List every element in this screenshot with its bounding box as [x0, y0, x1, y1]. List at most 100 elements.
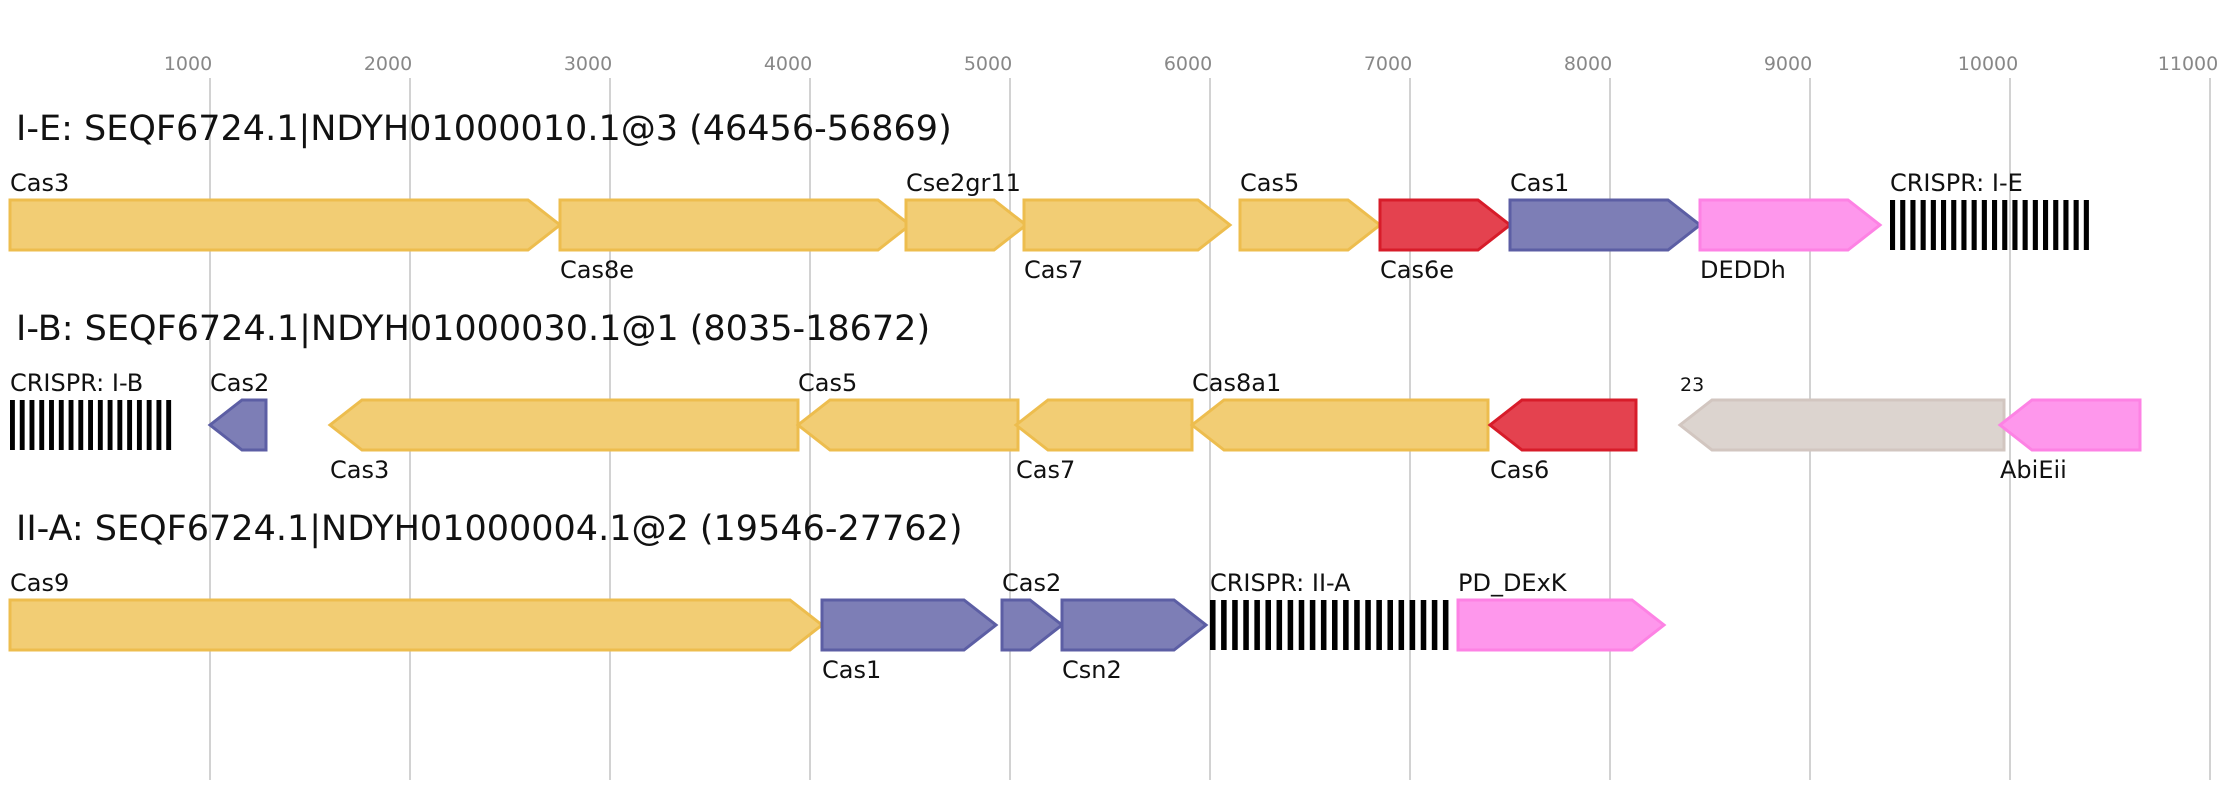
gene-label: CRISPR: I-B	[10, 369, 143, 397]
gene-arrow: AbiEii	[1997, 398, 2142, 484]
crispr-repeat	[1276, 600, 1283, 650]
crispr-repeat	[78, 400, 84, 450]
gene-shape	[795, 398, 1020, 452]
gene-arrow: Cas7	[1013, 398, 1194, 484]
crispr-repeat	[1210, 600, 1216, 650]
crispr-repeat	[29, 400, 35, 450]
gene-label: Cas7	[1016, 456, 1075, 484]
crispr-array: CRISPR: II-A	[1210, 569, 1449, 650]
gene-arrow: Cas5	[1238, 169, 1383, 252]
crispr-repeat	[1287, 600, 1294, 650]
tick-label: 8000	[1564, 53, 1612, 75]
crispr-repeat	[1910, 200, 1916, 250]
gene-arrow: Cas5	[795, 369, 1020, 452]
crispr-repeat	[1920, 200, 1926, 250]
gene-shape	[1022, 198, 1233, 252]
gene-label: Cas5	[798, 369, 857, 397]
crispr-repeat	[1320, 600, 1327, 650]
tracks: I-E: SEQF6724.1|NDYH01000010.1@3 (46456-…	[8, 109, 2142, 684]
gene-shape	[820, 598, 999, 652]
tick-label: 9000	[1764, 53, 1812, 75]
crispr-repeat	[1232, 600, 1238, 650]
gene-label: AbiEii	[2000, 456, 2067, 484]
gene-shape	[8, 198, 563, 252]
gene-shape	[558, 198, 913, 252]
gene-arrow: Cas1	[820, 598, 999, 684]
gene-label: Cas8a1	[1192, 369, 1281, 397]
gene-label: Cas3	[10, 169, 69, 197]
tick-label: 1000	[164, 53, 212, 75]
gene-label: Cas7	[1024, 256, 1083, 284]
crispr-repeat	[1992, 200, 1998, 250]
crispr-repeat	[156, 400, 162, 450]
crispr-repeat	[2083, 200, 2089, 250]
gene-arrow: Cse2gr11	[904, 169, 1029, 252]
gene-arrow: Csn2	[1060, 598, 1209, 684]
gene-shape	[1677, 398, 2006, 452]
gene-label: Cas1	[1510, 169, 1569, 197]
crispr-repeat	[1930, 200, 1936, 250]
gene-label: Cas2	[1002, 569, 1061, 597]
crispr-repeat	[1332, 600, 1338, 650]
crispr-array: CRISPR: I-B	[10, 369, 172, 450]
gene-arrow: Cas3	[327, 398, 800, 484]
tick-label: 11000	[2158, 53, 2218, 75]
crispr-repeat	[39, 400, 45, 450]
crispr-repeat	[1409, 600, 1416, 650]
gene-arrow: Cas9	[8, 569, 825, 652]
crispr-repeat	[1343, 600, 1349, 650]
gene-shape	[1000, 598, 1065, 652]
gene-shape	[1997, 398, 2142, 452]
track-title: II-A: SEQF6724.1|NDYH01000004.1@2 (19546…	[16, 509, 963, 549]
crispr-repeat	[2073, 200, 2079, 250]
crispr-repeat	[1900, 200, 1906, 250]
gene-label: 23	[1680, 374, 1704, 396]
crispr-repeat	[1254, 600, 1260, 650]
crispr-repeat	[10, 400, 15, 450]
crispr-repeat	[97, 400, 103, 450]
gene-shape	[8, 598, 825, 652]
gene-arrow: Cas8a1	[1189, 369, 1490, 452]
tick-label: 7000	[1364, 53, 1412, 75]
crispr-repeat	[2012, 200, 2018, 250]
crispr-repeat	[2053, 200, 2059, 250]
tick-label: 5000	[964, 53, 1012, 75]
tick-label: 2000	[364, 53, 412, 75]
crispr-repeat	[1365, 600, 1371, 650]
crispr-repeat	[127, 400, 133, 450]
crispr-repeat	[1309, 600, 1316, 650]
gene-arrow: Cas2	[1000, 569, 1065, 652]
crispr-repeat	[1398, 600, 1405, 650]
track: I-E: SEQF6724.1|NDYH01000010.1@3 (46456-…	[8, 109, 2089, 284]
gene-shape	[1060, 598, 1209, 652]
crispr-repeat	[2032, 200, 2038, 250]
gene-shape	[327, 398, 800, 452]
crispr-repeat	[1941, 200, 1947, 250]
gene-arrow: PD_DExK	[1456, 569, 1667, 652]
gene-shape	[1456, 598, 1667, 652]
crispr-repeat	[2022, 200, 2028, 250]
gene-arrow: Cas1	[1508, 169, 1703, 252]
crispr-repeat	[1376, 600, 1382, 650]
crispr-repeat	[1354, 600, 1360, 650]
gene-shape	[1698, 198, 1883, 252]
gene-label: Cas2	[210, 369, 269, 397]
tick-label: 10000	[1958, 53, 2018, 75]
gene-label: Cas5	[1240, 169, 1299, 197]
crispr-repeat	[2043, 200, 2049, 250]
gene-label: CRISPR: I-E	[1890, 169, 2023, 197]
crispr-repeat	[1221, 600, 1227, 650]
gene-arrow: Cas8e	[558, 198, 913, 284]
crispr-repeat	[19, 400, 25, 450]
crispr-repeat	[1420, 600, 1427, 650]
crispr-repeat	[136, 400, 142, 450]
crispr-repeat	[107, 400, 113, 450]
gene-label: CRISPR: II-A	[1210, 569, 1351, 597]
crispr-repeat	[146, 400, 152, 450]
track-title: I-B: SEQF6724.1|NDYH01000030.1@1 (8035-1…	[16, 309, 930, 349]
track: II-A: SEQF6724.1|NDYH01000004.1@2 (19546…	[8, 509, 1667, 684]
crispr-repeat	[49, 400, 54, 450]
gene-arrow: Cas3	[8, 169, 563, 252]
gene-arrow: Cas7	[1022, 198, 1233, 284]
